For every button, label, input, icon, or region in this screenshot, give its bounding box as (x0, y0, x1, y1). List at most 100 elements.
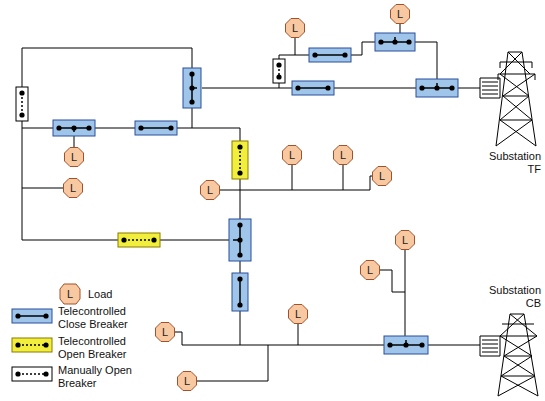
breaker-contact (141, 127, 171, 129)
load-letter: L (289, 150, 295, 161)
breaker-dot (378, 39, 383, 44)
breaker-dot (419, 342, 424, 347)
breaker-dot (342, 52, 347, 57)
load-node: L (64, 147, 84, 167)
load-octagon-shape (289, 305, 308, 324)
breaker-contact (18, 344, 46, 346)
load-letter: L (402, 235, 408, 246)
breaker-dot (189, 99, 194, 104)
load-octagon-shape (178, 372, 197, 391)
breaker-dot (237, 276, 242, 281)
breaker-contact (18, 315, 46, 317)
breaker-dot (168, 125, 173, 130)
wire (74, 128, 372, 219)
breaker-dot (312, 52, 317, 57)
load-node: L (177, 371, 197, 391)
breaker-symbol (375, 33, 415, 51)
breaker-dot (121, 237, 126, 242)
load-octagon (60, 284, 80, 304)
breaker-body (183, 68, 201, 108)
load-letter: L (397, 9, 403, 20)
breaker-dot (43, 371, 48, 376)
breaker-dot (237, 170, 242, 175)
breaker-body (232, 141, 248, 179)
breaker-dot (237, 252, 242, 257)
breaker-contact (298, 87, 328, 89)
load-letter: L (292, 23, 298, 34)
breaker-dot (406, 39, 411, 44)
breaker-symbol (16, 87, 28, 121)
breaker-contact (315, 54, 345, 56)
load-letter: L (367, 265, 373, 276)
load-letter: L (70, 183, 76, 194)
breaker-body (135, 121, 177, 135)
load-octagon-shape (373, 167, 392, 186)
breaker-dot (189, 85, 194, 90)
breaker-symbol (384, 336, 428, 354)
substation-label: Substation TF (478, 150, 541, 176)
substation-label: Substation CB (478, 284, 541, 310)
breaker-dot (295, 85, 300, 90)
breaker-dot (15, 371, 20, 376)
breaker-dot (419, 85, 424, 90)
breaker-body (229, 219, 251, 261)
breaker-contact (18, 373, 46, 375)
load-node: L (285, 18, 305, 38)
load-node: L (282, 145, 302, 165)
breaker-dot (237, 302, 242, 307)
breaker-symbol (183, 68, 201, 108)
breaker-dot (325, 85, 330, 90)
breaker-body (232, 273, 248, 311)
breaker-body (416, 79, 458, 97)
load-letter: L (295, 309, 301, 320)
load-node: L (395, 230, 415, 250)
substation-tower (480, 314, 538, 396)
breaker-symbol (232, 273, 248, 311)
wire (22, 48, 416, 240)
breaker-body (375, 33, 415, 51)
breaker-symbol (135, 121, 177, 135)
load-node: L (333, 145, 353, 165)
breaker-dot (86, 125, 91, 130)
load-octagon-shape (65, 148, 84, 167)
substation-tower (480, 52, 536, 146)
breaker-dot (237, 237, 242, 242)
load-octagon-shape (396, 231, 415, 250)
breaker-symbol (53, 120, 95, 136)
load-node: L (390, 4, 410, 24)
load-octagon-shape (156, 323, 175, 342)
load-letter: L (184, 376, 190, 387)
wire (279, 24, 480, 88)
breaker-body (12, 367, 52, 381)
breaker-dot (403, 342, 408, 347)
breaker-symbol (273, 59, 285, 83)
load-octagon-shape (391, 5, 410, 24)
legend-load-letter: L (67, 289, 73, 300)
breaker-body (273, 59, 285, 83)
breaker-dot (43, 342, 48, 347)
breaker-dot (151, 237, 156, 242)
breaker-symbol (12, 367, 52, 381)
load-letter: L (207, 185, 213, 196)
load-letter: L (379, 171, 385, 182)
load-octagon-shape (286, 19, 305, 38)
breaker-dot (392, 39, 397, 44)
breaker-dot (19, 90, 24, 95)
load-node: L (63, 178, 83, 198)
breaker-body (118, 233, 160, 247)
load-octagon-shape (361, 261, 380, 280)
breaker-dot (56, 125, 61, 130)
breaker-dot (71, 125, 76, 130)
breaker-symbol (416, 79, 458, 97)
breaker-contact (239, 279, 241, 305)
load-octagon-shape (201, 181, 220, 200)
load-node: L (155, 322, 175, 342)
breaker-dot (276, 62, 281, 67)
breaker-dot (434, 85, 439, 90)
breaker-body (309, 48, 351, 62)
load-letter: L (340, 150, 346, 161)
breaker-dot (43, 313, 48, 318)
load-letter: L (162, 327, 168, 338)
load-node: L (372, 166, 392, 186)
breaker-symbol (12, 309, 52, 323)
